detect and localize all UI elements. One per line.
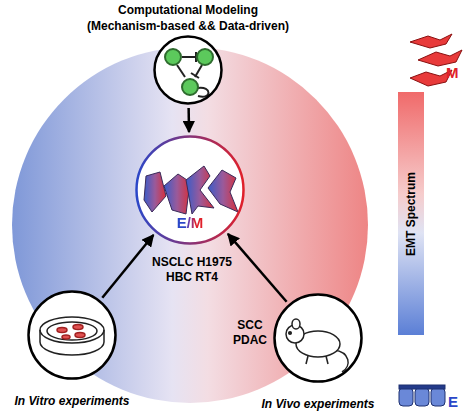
mesenchymal-cells bbox=[410, 34, 462, 86]
node-label: In Vivo experiments bbox=[262, 397, 375, 411]
emt-spectrum-bar: EMT Spectrum bbox=[398, 92, 424, 335]
title-text: Computational Modeling bbox=[87, 2, 289, 18]
cell-line-label: NSCLC H1975 HBC RT4 bbox=[146, 255, 238, 285]
network-icon bbox=[165, 49, 213, 97]
text-holder: E/M bbox=[177, 214, 204, 231]
node-label: EMT Spectrum bbox=[404, 171, 418, 255]
in-vivo-circle: In Vivo experiments bbox=[273, 293, 363, 383]
disc-fill bbox=[154, 36, 222, 104]
petri-dish bbox=[40, 317, 104, 355]
mouse-figure bbox=[286, 319, 348, 372]
text-holder: In Vitro experiments bbox=[15, 394, 130, 408]
mesenchymal-letter: M bbox=[446, 64, 459, 81]
node-label: E/M bbox=[177, 214, 204, 231]
in-vitro-circle: In Vitro experiments bbox=[27, 290, 117, 380]
epithelial-letter: E bbox=[448, 393, 458, 410]
hybrid-cells bbox=[144, 166, 238, 214]
text-holder: Computational Modeling(Mechanism-based &… bbox=[87, 2, 289, 35]
hybrid-state-circle: E/M bbox=[135, 135, 245, 245]
epithelial-cells bbox=[399, 385, 445, 406]
model-circle: Computational Modeling(Mechanism-based &… bbox=[153, 35, 223, 105]
cell-line-label: SCC PDAC bbox=[230, 318, 270, 348]
disc-fill bbox=[28, 291, 116, 379]
subtitle-text: (Mechanism-based && Data-driven) bbox=[87, 18, 289, 34]
circle-outline bbox=[153, 35, 223, 105]
disc-fill bbox=[274, 294, 362, 382]
node-label: In Vitro experiments bbox=[15, 394, 130, 408]
circle-outline bbox=[27, 290, 117, 380]
arrow-connector bbox=[228, 234, 287, 302]
arrow-connector bbox=[102, 235, 153, 298]
text-holder: In Vivo experiments bbox=[262, 397, 375, 411]
arrow-connector bbox=[187, 108, 190, 132]
circle-outline bbox=[273, 293, 363, 383]
disc-fill bbox=[136, 136, 244, 244]
text-holder: EMT Spectrum bbox=[404, 171, 418, 255]
